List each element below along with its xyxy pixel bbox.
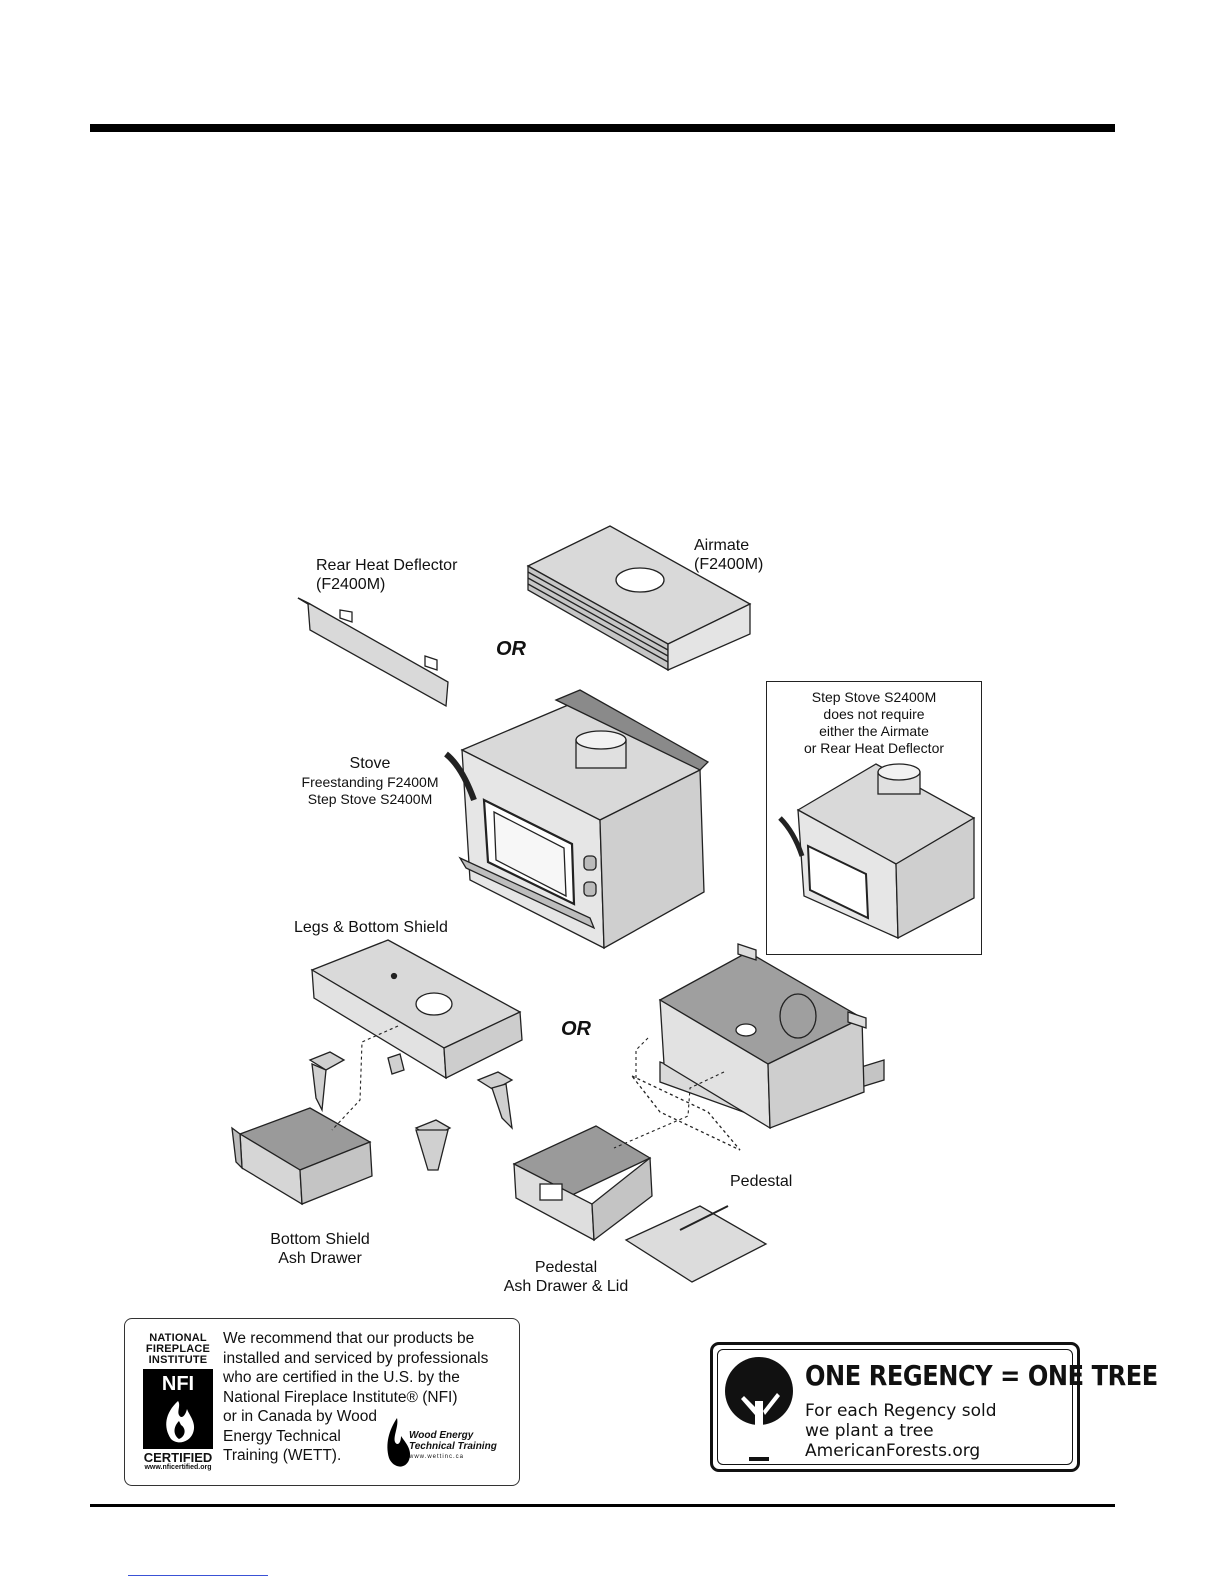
stove-label: Stove xyxy=(349,755,391,772)
tree-promo-subtitle: For each Regency sold we plant a tree Am… xyxy=(805,1401,997,1461)
certification-notice: NATIONAL FIREPLACE INSTITUTE NFI CERTIFI… xyxy=(124,1318,520,1486)
nfi-certified: CERTIFIED xyxy=(143,1450,213,1465)
legs-bottom-shield-label: Legs & Bottom Shield xyxy=(294,919,448,936)
tree-icon xyxy=(725,1357,793,1461)
tree-promo-title: ONE REGENCY = ONE TREE xyxy=(805,1359,1158,1392)
nfi-url: www.nficertified.org xyxy=(144,1464,212,1471)
footer-link-underline xyxy=(128,1575,268,1576)
nfi-mark-text: NFI xyxy=(161,1373,195,1395)
legs-drawing xyxy=(308,1051,514,1171)
pedestal-ash-drawer-drawing xyxy=(512,1125,653,1242)
nfi-header: NATIONAL FIREPLACE INSTITUTE xyxy=(145,1332,211,1366)
inset-note: Step Stove S2400M does not require eithe… xyxy=(803,689,945,756)
wett-logo-text: Wood Energy Technical Training xyxy=(409,1430,497,1452)
stove-drawing xyxy=(444,689,710,950)
wett-url: www.wettinc.ca xyxy=(409,1454,465,1460)
nfi-logo: NATIONAL FIREPLACE INSTITUTE NFI CERTIFI… xyxy=(139,1333,217,1472)
airmate-drawing xyxy=(526,525,752,672)
bottom-shield-tray-drawing xyxy=(310,939,523,1080)
pedestal-drawing xyxy=(631,943,885,1151)
rear-heat-deflector-label: Rear Heat Deflector (F2400M) xyxy=(316,557,458,593)
step-stove-inset: Step Stove S2400M does not require eithe… xyxy=(766,681,982,955)
or-label-top: OR xyxy=(496,638,526,660)
nfi-flame-mark: NFI xyxy=(143,1369,213,1449)
one-tree-promo: ONE REGENCY = ONE TREE For each Regency … xyxy=(710,1342,1158,1472)
bottom-shield-ash-drawer-drawing xyxy=(231,1107,373,1206)
wett-logo: Wood Energy Technical Training www.wetti… xyxy=(383,1414,513,1474)
bottom-shield-ash-drawer-label: Bottom Shield Ash Drawer xyxy=(270,1231,370,1267)
certification-text: We recommend that our products be instal… xyxy=(223,1330,489,1464)
top-rule xyxy=(90,124,1115,132)
rear-heat-deflector-drawing xyxy=(297,597,449,708)
pedestal-label: Pedestal xyxy=(730,1173,793,1190)
flame-icon xyxy=(166,1401,195,1443)
pedestal-lid-drawing xyxy=(624,1205,768,1283)
or-label-bottom: OR xyxy=(561,1018,591,1040)
wett-flame-icon xyxy=(387,1418,411,1467)
airmate-label: Airmate (F2400M) xyxy=(694,537,764,573)
stove-models-label: Freestanding F2400M Step Stove S2400M xyxy=(301,774,439,807)
bottom-rule xyxy=(90,1504,1115,1507)
pedestal-ash-drawer-lid-label: Pedestal Ash Drawer & Lid xyxy=(503,1259,629,1295)
step-stove-drawing xyxy=(778,763,976,940)
